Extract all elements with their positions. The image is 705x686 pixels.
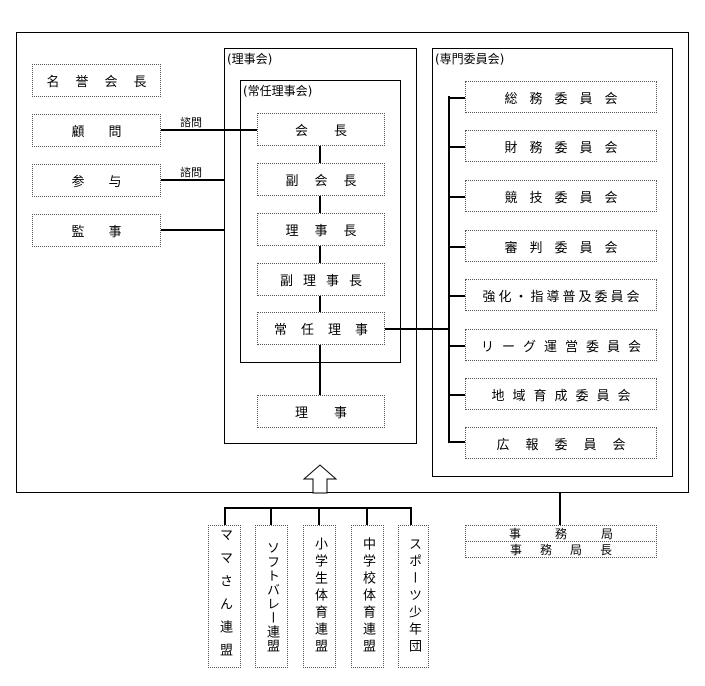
secretariat-office-head: 事務局長 bbox=[509, 543, 630, 557]
secretariat-office: 事務局 bbox=[465, 525, 657, 542]
vice-chairman-box: 副理事長 bbox=[257, 263, 385, 296]
committee-tick bbox=[448, 345, 465, 347]
member-tick bbox=[410, 507, 412, 525]
auditor-box: 監事 bbox=[32, 214, 161, 247]
member-box-youth-sports-group: スポーツ少年団 bbox=[398, 525, 429, 668]
committee-tick bbox=[448, 196, 465, 198]
member-tick bbox=[224, 507, 226, 525]
committee-tick bbox=[448, 97, 465, 99]
committee-tick bbox=[448, 146, 465, 148]
organization-frame bbox=[16, 32, 689, 493]
committee-box-referee: 審判委員会 bbox=[465, 230, 657, 262]
standing-director-box: 常任理事 bbox=[257, 312, 385, 345]
committee-tick bbox=[448, 394, 465, 396]
committees-title: (専門委員会) bbox=[435, 52, 505, 66]
board-frame bbox=[224, 48, 417, 444]
counselor-consult-note: 諮問 bbox=[180, 166, 202, 179]
member-tick bbox=[366, 507, 368, 525]
counselor-connector bbox=[161, 179, 224, 181]
committee-tick bbox=[448, 295, 465, 297]
director-box: 理事 bbox=[257, 395, 385, 428]
honorary-president-box: 名誉会長 bbox=[32, 64, 161, 97]
committee-tick bbox=[448, 441, 465, 443]
member-bracket bbox=[224, 507, 410, 509]
auditor-connector bbox=[161, 229, 224, 231]
member-box-mothers-league: ママさん連盟 bbox=[208, 525, 241, 668]
advisor-connector bbox=[161, 129, 257, 131]
board-title: (理事会) bbox=[227, 52, 273, 66]
counselor-box: 参与 bbox=[32, 164, 161, 197]
member-box-elementary-league: 小学生体育連盟 bbox=[303, 525, 336, 668]
standing-board-title: (常任理事会) bbox=[243, 84, 313, 98]
vice-president-box: 副会長 bbox=[257, 163, 385, 196]
committee-box-general-affairs: 総務委員会 bbox=[465, 81, 657, 113]
committee-box-league: リーグ運営委員会 bbox=[465, 329, 657, 361]
committee-box-competition: 競技委員会 bbox=[465, 180, 657, 212]
committee-spine bbox=[448, 96, 450, 442]
chairman-box: 理事長 bbox=[257, 213, 385, 246]
committee-box-finance: 財務委員会 bbox=[465, 130, 657, 162]
advisor-consult-note: 諮問 bbox=[180, 116, 202, 129]
member-tick bbox=[270, 507, 272, 525]
committee-box-pr: 広報委員会 bbox=[465, 427, 657, 459]
member-box-junior-high-league: 中学校体育連盟 bbox=[351, 525, 384, 668]
committee-box-development: 強化・指導普及委員会 bbox=[465, 279, 657, 311]
secretariat-connector bbox=[559, 493, 561, 525]
advisor-box: 顧問 bbox=[32, 114, 161, 147]
committee-tick bbox=[448, 246, 465, 248]
affiliation-arrow bbox=[302, 464, 338, 494]
committees-frame bbox=[432, 48, 673, 477]
president-box: 会長 bbox=[257, 113, 385, 146]
standing-to-committees-connector bbox=[385, 328, 449, 330]
member-box-soft-volleyball-league: ソフトバレー連盟 bbox=[255, 525, 288, 668]
member-tick bbox=[318, 507, 320, 525]
committee-box-regional: 地域育成委員会 bbox=[465, 378, 657, 410]
